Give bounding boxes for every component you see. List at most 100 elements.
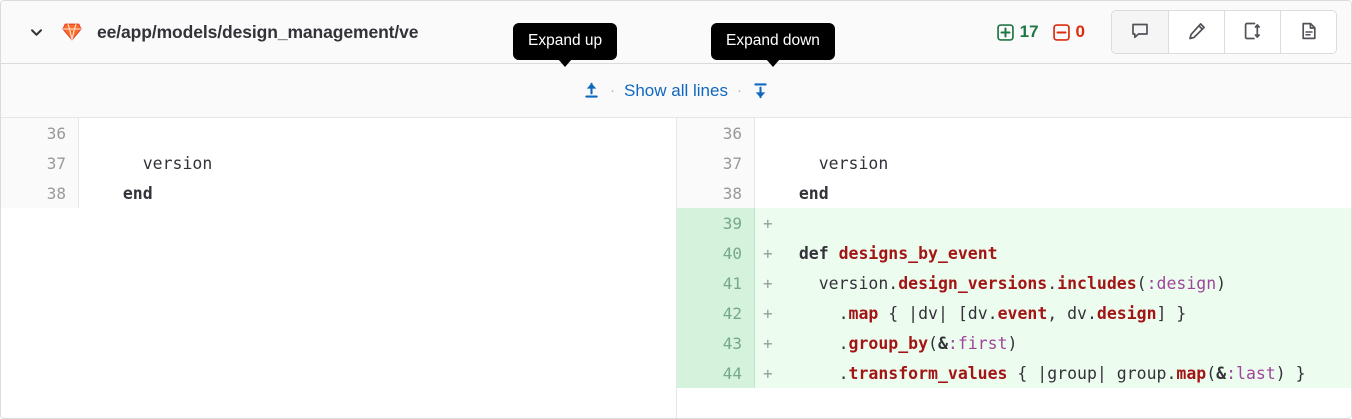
code-line: end xyxy=(779,178,1351,208)
line-number[interactable]: 38 xyxy=(1,178,79,208)
diff-marker xyxy=(755,148,779,178)
code-token: ) xyxy=(1216,274,1227,293)
code-token: ) } xyxy=(1275,364,1306,383)
edit-button[interactable] xyxy=(1168,11,1224,53)
tooltip-expand-up: Expand up xyxy=(513,23,618,67)
square-plus-icon xyxy=(996,23,1014,41)
comment-button[interactable] xyxy=(1112,11,1168,53)
code-line xyxy=(779,208,1351,238)
line-number[interactable]: 36 xyxy=(1,118,79,148)
line-number[interactable]: 41 xyxy=(677,268,755,298)
line-number[interactable]: 38 xyxy=(677,178,755,208)
expand-lines-row: · Show all lines · xyxy=(1,64,1351,118)
line-number[interactable]: 39 xyxy=(677,208,755,238)
diff-marker xyxy=(79,148,103,178)
code-token: designs_by_event xyxy=(838,244,998,263)
diff-line-row: 38 end xyxy=(1,178,676,208)
file-action-buttons xyxy=(1111,10,1337,54)
code-token: group_by xyxy=(848,334,929,353)
diff-line-row: 38 end xyxy=(677,178,1351,208)
view-file-button[interactable] xyxy=(1280,11,1336,53)
chevron-down-icon[interactable] xyxy=(25,21,47,43)
deletions-stat: 0 xyxy=(1052,22,1085,42)
diff-line-row: 44+ .transform_values { |group| group.ma… xyxy=(677,358,1351,388)
compare-file-button[interactable] xyxy=(1224,11,1280,53)
diff-line-row: 37 version xyxy=(1,148,676,178)
code-token: ( xyxy=(928,334,938,353)
diff-stats: 17 0 xyxy=(996,22,1085,42)
code-token: def xyxy=(798,244,829,263)
square-minus-icon xyxy=(1052,23,1070,41)
code-token: ] } xyxy=(1156,304,1187,323)
expand-up-button[interactable] xyxy=(582,81,601,100)
deletions-count: 0 xyxy=(1075,22,1085,41)
diff-line-row: 42+ .map { |dv| [dv.event, dv.design] } xyxy=(677,298,1351,328)
code-token: & xyxy=(1216,364,1227,383)
code-token: :design xyxy=(1146,274,1217,293)
code-line: def designs_by_event xyxy=(779,238,1351,268)
line-number[interactable]: 36 xyxy=(677,118,755,148)
line-number[interactable]: 37 xyxy=(677,148,755,178)
show-all-lines-link[interactable]: Show all lines xyxy=(624,80,728,100)
diff-marker xyxy=(79,178,103,208)
diff-marker: + xyxy=(755,208,779,238)
code-token: end xyxy=(122,184,153,203)
code-line: version xyxy=(103,148,676,178)
code-token: map xyxy=(848,304,879,323)
code-token: transform_values xyxy=(848,364,1008,383)
code-token: end xyxy=(798,184,829,203)
code-line: end xyxy=(103,178,676,208)
code-token: . xyxy=(1047,274,1058,293)
code-token: { |dv| [dv. xyxy=(878,304,998,323)
code-token: . xyxy=(779,304,849,323)
separator-dot-right: · xyxy=(736,82,742,99)
diff-line-row: 36 xyxy=(677,118,1351,148)
code-token xyxy=(103,184,123,203)
code-token: event xyxy=(997,304,1048,323)
separator-dot-left: · xyxy=(610,82,616,99)
code-line: .transform_values { |group| group.map(&:… xyxy=(779,358,1351,388)
comment-icon xyxy=(1130,21,1150,44)
code-line: .map { |dv| [dv.event, dv.design] } xyxy=(779,298,1351,328)
file-document-icon xyxy=(1299,21,1319,44)
line-number[interactable]: 37 xyxy=(1,148,79,178)
diff-marker: + xyxy=(755,268,779,298)
diff-marker: + xyxy=(755,328,779,358)
diff-marker: + xyxy=(755,358,779,388)
code-token: . xyxy=(779,364,849,383)
diff-marker xyxy=(755,118,779,148)
code-token: ( xyxy=(1136,274,1147,293)
code-token: design_versions xyxy=(898,274,1048,293)
code-line: .group_by(&:first) xyxy=(779,328,1351,358)
diff-marker xyxy=(79,118,103,148)
expand-down-button[interactable] xyxy=(751,81,770,100)
line-number[interactable]: 42 xyxy=(677,298,755,328)
tooltip-expand-down: Expand down xyxy=(711,23,835,67)
code-token: design xyxy=(1096,304,1157,323)
code-token: , dv. xyxy=(1047,304,1097,323)
code-token: includes xyxy=(1057,274,1137,293)
diff-marker: + xyxy=(755,298,779,328)
line-number[interactable]: 43 xyxy=(677,328,755,358)
code-token: map xyxy=(1176,364,1207,383)
line-number[interactable]: 44 xyxy=(677,358,755,388)
code-token: { |group| group. xyxy=(1007,364,1177,383)
code-token: ( xyxy=(1206,364,1217,383)
code-token xyxy=(829,244,839,263)
diff-line-row: 41+ version.design_versions.includes(:de… xyxy=(677,268,1351,298)
diff-line-row: 43+ .group_by(&:first) xyxy=(677,328,1351,358)
code-token xyxy=(779,244,799,263)
line-number[interactable]: 40 xyxy=(677,238,755,268)
code-line: version.design_versions.includes(:design… xyxy=(779,268,1351,298)
code-token: :last xyxy=(1226,364,1276,383)
diff-line-row: 37 version xyxy=(677,148,1351,178)
file-compare-icon xyxy=(1243,21,1263,44)
code-token: ) xyxy=(1007,334,1018,353)
additions-count: 17 xyxy=(1019,22,1039,41)
diff-marker: + xyxy=(755,238,779,268)
code-line xyxy=(103,118,676,148)
